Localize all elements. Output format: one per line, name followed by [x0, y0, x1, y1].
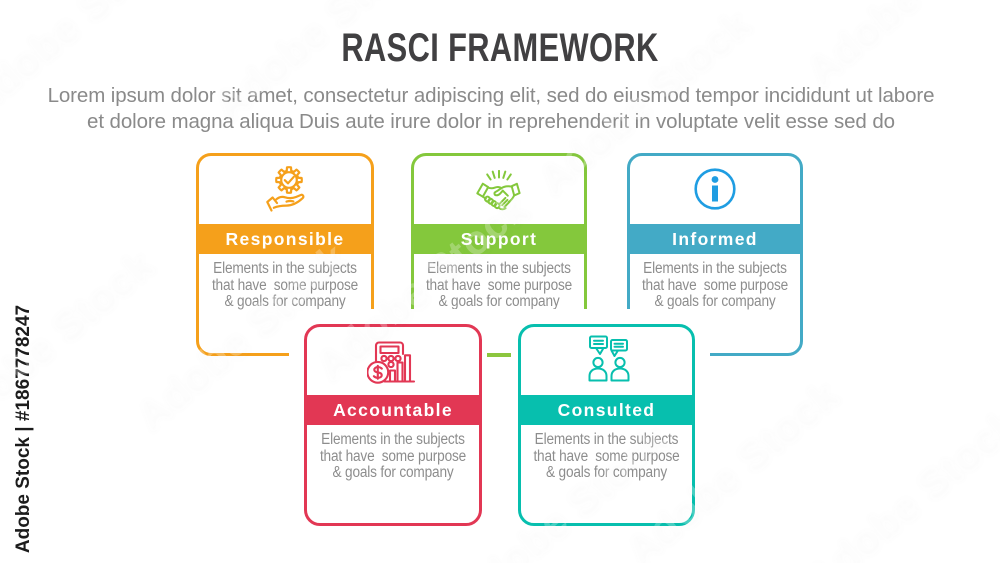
- svg-text:Adobe Stock: Adobe Stock: [798, 400, 1000, 563]
- svg-text:Adobe Stock: Adobe Stock: [796, 397, 1000, 563]
